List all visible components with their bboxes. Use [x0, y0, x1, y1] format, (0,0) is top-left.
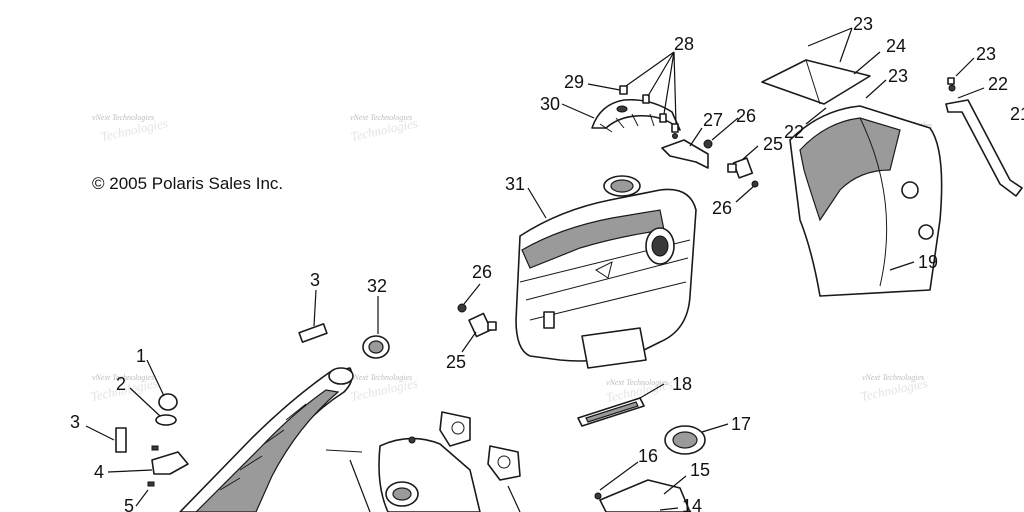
heat-shield-plate-24: [761, 59, 871, 105]
copyright-notice: © 2005 Polaris Sales Inc.: [92, 174, 283, 193]
callout-30: 30: [540, 94, 560, 114]
callout-29: 29: [564, 72, 584, 92]
screw-23-right: [947, 77, 955, 85]
rubber-mount-25-lower: [468, 312, 497, 338]
spring-3-upper: [298, 323, 328, 343]
watermark-5: vNext Technologies: [606, 378, 668, 387]
callout-27: 27: [703, 110, 723, 130]
rubber-mount-25-upper: [727, 157, 759, 188]
screw-22-right: [948, 84, 956, 92]
callout-26-mid: 26: [712, 198, 732, 218]
spring-3-lower: [115, 427, 127, 453]
callout-3-upper: 3: [310, 270, 320, 290]
callout-31: 31: [505, 174, 525, 194]
header-flange: [378, 436, 481, 512]
callout-17: 17: [731, 414, 751, 434]
leader-lines: [85, 27, 985, 512]
callout-23-top: 23: [853, 14, 873, 34]
bracket-4: [151, 451, 189, 475]
bracket-27: [661, 139, 709, 169]
callout-26-top: 26: [736, 106, 756, 126]
screw-16: [594, 492, 602, 500]
callout-24: 24: [886, 36, 906, 56]
watermark-6: vNext Technologies: [862, 373, 924, 382]
callout-28: 28: [674, 34, 694, 54]
callout-22-right: 22: [988, 74, 1008, 94]
heat-shield-30: [591, 98, 681, 133]
callout-18: 18: [672, 374, 692, 394]
heat-shield-19: [789, 105, 943, 297]
callout-22-left: 22: [784, 122, 804, 142]
shield-15: [599, 479, 691, 512]
callout-1: 1: [136, 346, 146, 366]
muffler-31: [515, 175, 697, 369]
watermark-1: vNext Technologies: [92, 113, 154, 122]
callout-26-left: 26: [472, 262, 492, 282]
seal-17: [664, 425, 706, 455]
screw-5: [147, 481, 155, 487]
callout-16: 16: [638, 446, 658, 466]
watermark-2: vNext Technologies: [350, 113, 412, 122]
gasket-lower: [487, 445, 521, 481]
callout-25-lower: 25: [446, 352, 466, 372]
callout-19: 19: [918, 252, 938, 272]
watermark-3: vNext Technologies: [92, 373, 154, 382]
bolt-rod: [325, 449, 363, 453]
seal-32: [362, 335, 390, 359]
washer-2: [155, 414, 177, 426]
nut-26b: [457, 303, 467, 313]
callout-23-right: 23: [976, 44, 996, 64]
cap-1: [158, 393, 178, 411]
screw-small: [151, 445, 159, 451]
callout-32: 32: [367, 276, 387, 296]
callout-5: 5: [124, 496, 134, 512]
bracket-21: [945, 99, 1023, 197]
callout-3-lower: 3: [70, 412, 80, 432]
callout-2: 2: [116, 374, 126, 394]
nut-26a: [703, 139, 713, 149]
gasket-upper: [439, 411, 471, 447]
callout-4: 4: [94, 462, 104, 482]
callout-15: 15: [690, 460, 710, 480]
callout-25-upper: 25: [763, 134, 783, 154]
exhaust-pipe: [179, 367, 354, 512]
callout-21: 21: [1010, 104, 1024, 124]
callout-numbers: 1 2 3 4 5 3 32 26 25 31 29 30 28 27 26 2…: [70, 14, 1024, 512]
callout-23-mid: 23: [888, 66, 908, 86]
callout-14: 14: [682, 496, 702, 512]
watermark-4: vNext Technologies: [350, 373, 412, 382]
